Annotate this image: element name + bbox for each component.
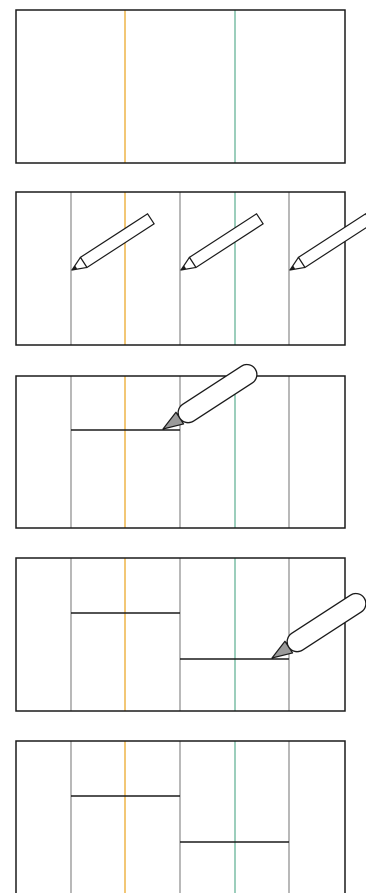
- step-5-panel: [16, 741, 345, 893]
- step-4-panel: [16, 558, 366, 711]
- pencil-icon: [287, 214, 366, 275]
- craft-knife-icon: [158, 361, 261, 438]
- craft-knife-icon: [267, 590, 366, 667]
- step-1-panel: [16, 10, 345, 163]
- step-3-panel: [16, 361, 345, 528]
- paper-sheet: [16, 10, 345, 163]
- step-2-panel: [16, 192, 366, 345]
- pencil-icon: [178, 214, 263, 275]
- pencil-icon: [69, 214, 154, 275]
